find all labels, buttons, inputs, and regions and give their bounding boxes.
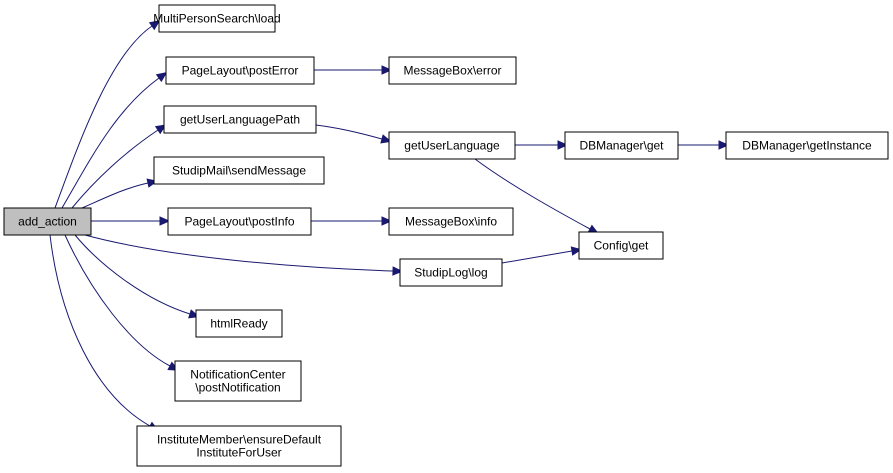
node-box	[165, 56, 315, 85]
edge-line	[71, 129, 159, 209]
node-label: Config\get	[594, 239, 649, 253]
node-box	[388, 131, 516, 160]
edge-line	[81, 182, 149, 209]
node-box	[388, 56, 517, 85]
node-box	[167, 207, 312, 236]
node-get-user-language[interactable]: getUserLanguage	[388, 131, 516, 160]
node-label: StudipMail\sendMessage	[172, 164, 306, 178]
node-label: MultiPersonSearch\load	[153, 12, 280, 26]
node-get-user-language-path[interactable]: getUserLanguagePath	[163, 105, 317, 134]
node-label: PageLayout\postInfo	[184, 215, 294, 229]
node-box	[564, 131, 679, 160]
node-box	[388, 207, 514, 236]
node-studiplog-log[interactable]: StudipLog\log	[399, 258, 503, 287]
node-studipmail-sendmessage[interactable]: StudipMail\sendMessage	[153, 156, 325, 185]
node-box	[725, 131, 889, 160]
node-label: getUserLanguagePath	[180, 113, 300, 127]
node-label: add_action	[18, 215, 77, 229]
arrowhead	[392, 266, 404, 276]
node-label: PageLayout\postError	[182, 64, 299, 78]
node-pagelayout-posterror[interactable]: PageLayout\postError	[165, 56, 315, 85]
node-label: getUserLanguage	[404, 139, 500, 153]
node-box	[174, 360, 302, 402]
node-institutemember-ensuredefault[interactable]: InstituteMember\ensureDefaultInstituteFo…	[136, 425, 342, 467]
node-label: DBManager\getInstance	[742, 139, 872, 153]
edge-line	[54, 25, 153, 209]
edge-studiplog_log-to-config_get	[501, 246, 583, 264]
node-label: InstituteMember\ensureDefault	[157, 433, 322, 447]
arrowhead	[380, 134, 392, 144]
node-label: DBManager\get	[579, 139, 664, 153]
node-messagebox-error[interactable]: MessageBox\error	[388, 56, 517, 85]
arrowhead	[148, 20, 161, 31]
arrowhead	[381, 65, 393, 75]
nodes-layer: add_action MultiPersonSearch\loadPageLayo…	[3, 4, 889, 467]
node-box	[136, 425, 342, 467]
node-label: MessageBox\error	[403, 64, 501, 78]
node-config-get[interactable]: Config\get	[578, 231, 664, 260]
arrowhead	[159, 216, 171, 226]
edge-add_action-to-htmlready	[74, 234, 200, 319]
node-box	[153, 156, 325, 185]
edge-get_user_language_path-to-get_user_language	[315, 124, 392, 144]
edge-line	[64, 234, 171, 367]
node-add-action[interactable]: add_action	[3, 207, 92, 236]
edge-line	[84, 234, 394, 272]
edge-get_user_language-to-dbmanager_get	[515, 140, 569, 150]
node-label: MessageBox\info	[405, 215, 497, 229]
node-box	[3, 207, 92, 236]
node-box	[399, 258, 503, 287]
edges-layer	[49, 20, 730, 432]
node-dbmanager-get[interactable]: DBManager\get	[564, 131, 679, 160]
node-box	[163, 105, 317, 134]
edge-line	[61, 77, 160, 209]
arrowhead	[155, 71, 168, 83]
node-box	[158, 4, 276, 33]
node-htmlready[interactable]: htmlReady	[195, 309, 283, 338]
edge-pagelayout_postinfo-to-messagebox_info	[311, 216, 393, 226]
edge-line	[474, 158, 591, 230]
arrowhead	[718, 140, 730, 150]
arrowhead	[557, 140, 569, 150]
arrowhead	[154, 124, 167, 135]
edge-line	[501, 250, 573, 264]
node-dbmanager-getinstance[interactable]: DBManager\getInstance	[725, 131, 889, 160]
edge-line	[74, 234, 191, 315]
node-label: StudipLog\log	[414, 266, 487, 280]
edge-add_action-to-studiplog_log	[84, 234, 404, 276]
node-label: htmlReady	[210, 317, 267, 331]
arrowhead	[381, 216, 393, 226]
node-messagebox-info[interactable]: MessageBox\info	[388, 207, 514, 236]
edge-add_action-to-pagelayout_postinfo	[91, 216, 171, 226]
edge-add_action-to-get_user_language_path	[71, 124, 167, 209]
node-box	[195, 309, 283, 338]
node-label: \postNotification	[195, 381, 280, 395]
node-notificationcenter-postnotification[interactable]: NotificationCenter\postNotification	[174, 360, 302, 402]
node-label: InstituteForUser	[196, 446, 281, 460]
node-pagelayout-postinfo[interactable]: PageLayout\postInfo	[167, 207, 312, 236]
edge-add_action-to-multiperson_load	[54, 20, 161, 209]
edge-pagelayout_posterror-to-messagebox_error	[314, 65, 393, 75]
node-box	[578, 231, 664, 260]
edge-line	[315, 124, 383, 140]
node-label: NotificationCenter	[190, 368, 285, 382]
edge-line	[49, 234, 151, 427]
edge-dbmanager_get-to-dbmanager_getinstance	[678, 140, 730, 150]
arrowhead	[570, 246, 583, 256]
edge-add_action-to-pagelayout_posterror	[61, 71, 168, 209]
node-multiperson-load[interactable]: MultiPersonSearch\load	[153, 4, 281, 33]
